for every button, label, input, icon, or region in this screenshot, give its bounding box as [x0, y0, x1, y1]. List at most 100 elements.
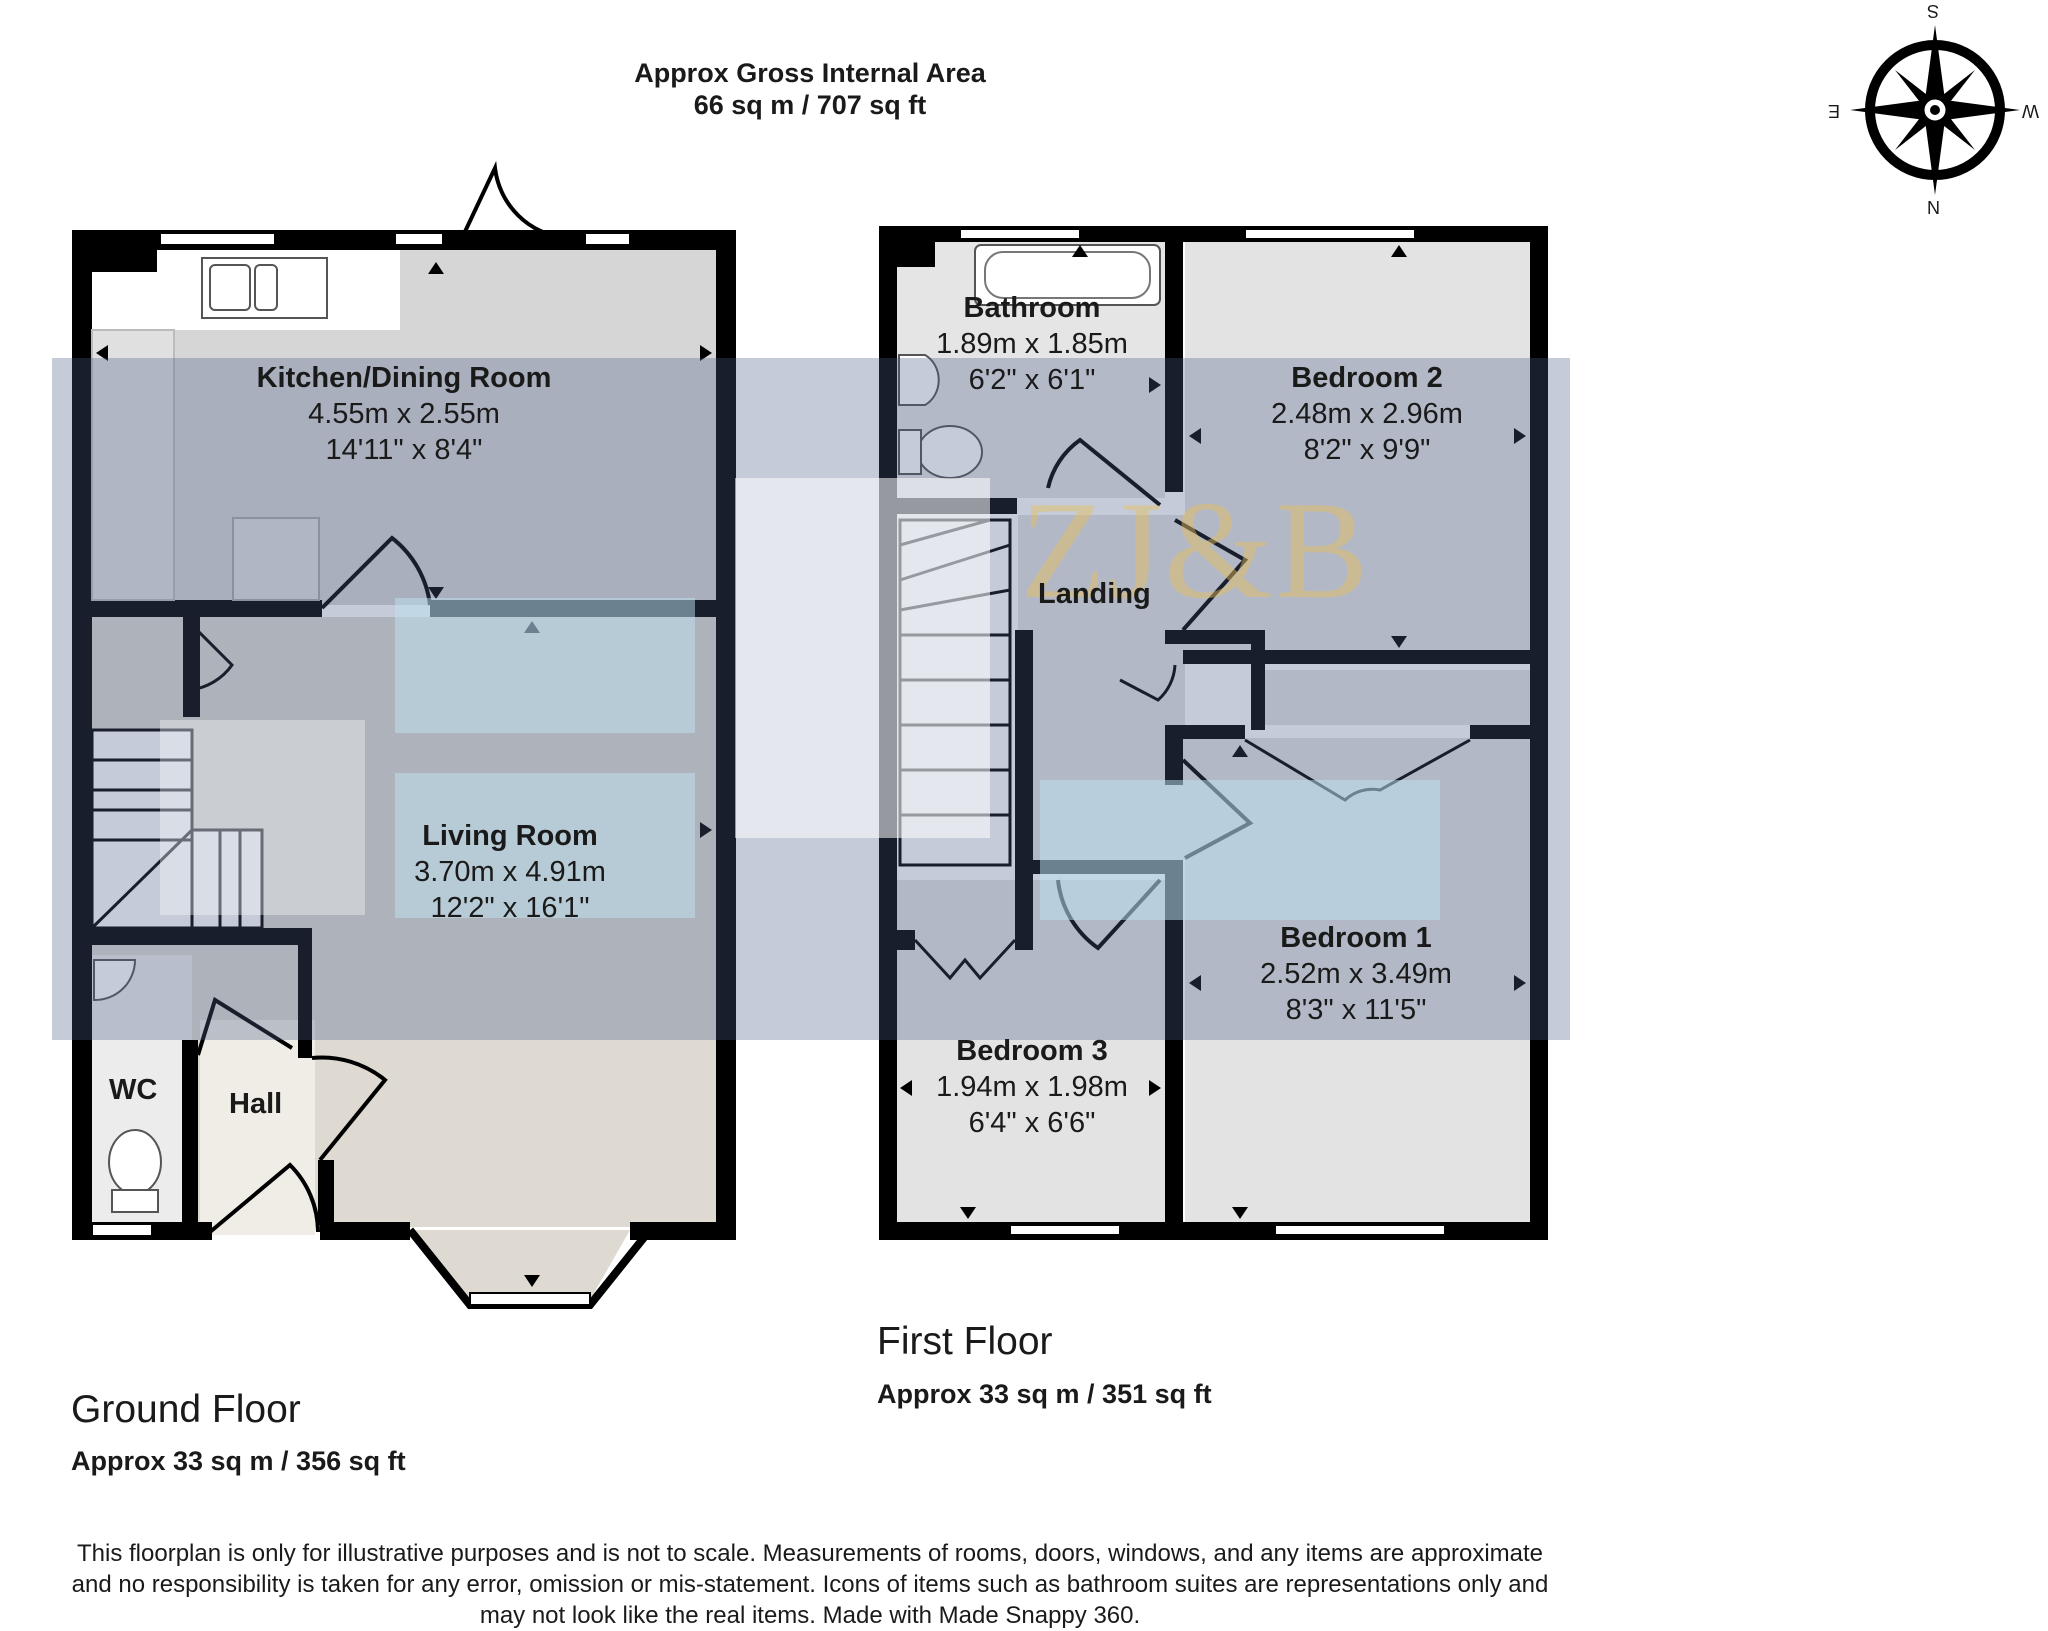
room-name: Living Room: [422, 820, 598, 852]
wall: [182, 1040, 198, 1230]
compass-west: W: [2022, 101, 2039, 121]
bathroom-door-swing: [1046, 437, 1162, 507]
window: [1274, 1224, 1446, 1236]
wall: [92, 600, 322, 617]
room-dim-imperial: 6'2" x 6'1": [968, 364, 1096, 396]
wardrobe-floor: [1265, 670, 1530, 725]
room-dim-imperial: 8'2" x 9'9": [1303, 434, 1431, 466]
room-name: Bedroom 2: [1291, 362, 1443, 394]
cupboard-door-swing: [189, 623, 234, 692]
disclaimer: This floorplan is only for illustrative …: [72, 1538, 1549, 1631]
room-name: Bedroom 1: [1280, 922, 1432, 954]
wall: [1165, 242, 1183, 492]
window: [469, 1292, 591, 1306]
room-dim-imperial: 8'3" x 11'5": [1285, 994, 1427, 1026]
wall: [897, 242, 935, 267]
wall: [1165, 860, 1183, 1240]
first-floor-title: First Floor: [877, 1320, 1053, 1363]
wc-door-swing: [196, 996, 294, 1056]
wall: [1165, 725, 1183, 785]
watermark-panel: [395, 773, 695, 918]
cupboard-door-swing: [1119, 664, 1177, 702]
bath-inner: [984, 251, 1151, 299]
bathroom-cistern: [898, 429, 922, 475]
back-door-swing: [460, 160, 566, 240]
ground-stairs: [90, 728, 264, 930]
kitchen-door-swing: [320, 535, 432, 610]
window: [394, 232, 444, 246]
first-floor-plan: [879, 226, 1548, 1240]
room-dim-imperial: 12'2" x 16'1": [430, 892, 590, 924]
window: [1244, 228, 1416, 240]
wall: [879, 1222, 1548, 1240]
wall: [1183, 650, 1530, 664]
bay-floor: [410, 1230, 630, 1300]
window: [159, 232, 276, 246]
room-dim-metric: 2.48m x 2.96m: [1271, 398, 1463, 430]
disclaimer-line: and no responsibility is taken for any e…: [71, 1571, 1549, 1598]
room-label-bathroom: Bathroom 1.89m x 1.85m 6'2" x 6'1": [936, 290, 1128, 398]
wall: [92, 928, 312, 945]
ground-floor-area: Approx 33 sq m / 356 sq ft: [71, 1446, 406, 1476]
bedroom2-door-swing: [1174, 518, 1249, 632]
room-name: Bedroom 3: [956, 1035, 1108, 1067]
sink-bowl: [254, 264, 278, 311]
wall: [92, 250, 157, 272]
room-name: Kitchen/Dining Room: [256, 362, 552, 394]
room-label-kitchen: Kitchen/Dining Room 4.55m x 2.55m 14'11"…: [257, 360, 552, 468]
room-label-living: Living Room 3.70m x 4.91m 12'2" x 16'1": [414, 818, 606, 926]
room-label-landing: Landing: [1038, 578, 1151, 610]
room-dim-imperial: 14'11" x 8'4": [325, 434, 483, 466]
wall: [183, 617, 200, 717]
dimension-arrows: [900, 245, 1526, 1219]
wall: [1470, 725, 1530, 739]
first-floor-area: Approx 33 sq m / 351 sq ft: [877, 1379, 1212, 1409]
wall: [1530, 226, 1548, 1240]
watermark-panel: [160, 720, 365, 915]
disclaimer-line: This floorplan is only for illustrative …: [76, 1540, 1544, 1567]
wc-basin: [93, 959, 137, 1002]
fridge: [232, 517, 320, 601]
bedroom2-floor: [1185, 240, 1530, 650]
wall: [320, 1222, 410, 1240]
ground-floor-plan: [72, 160, 736, 1309]
wall: [630, 1222, 736, 1240]
watermark-logo: ZJ&B: [1020, 473, 1371, 628]
room-dim-metric: 1.94m x 1.98m: [936, 1071, 1128, 1103]
wall: [72, 230, 92, 1240]
watermark-panel: [395, 598, 695, 733]
wall: [298, 928, 312, 1058]
compass-rose: [1850, 25, 2020, 195]
room-name: Bathroom: [963, 292, 1101, 324]
watermark-panel: [735, 478, 990, 838]
room-label-wc: WC: [109, 1074, 158, 1106]
room-dim-metric: 4.55m x 2.55m: [308, 398, 500, 430]
gross-area-value: 66 sq m / 707 sq ft: [693, 90, 927, 120]
watermark: [52, 358, 1570, 1040]
wall: [897, 930, 915, 950]
compass-south: S: [1927, 1, 1940, 21]
wall: [1165, 630, 1265, 644]
room-label-bedroom2: Bedroom 2 2.48m x 2.96m 8'2" x 9'9": [1271, 360, 1463, 468]
ground-floor-title: Ground Floor: [71, 1388, 301, 1431]
room-label-hall: Hall: [229, 1088, 283, 1120]
room-dim-metric: 3.70m x 4.91m: [414, 856, 606, 888]
watermark-panel: [1040, 780, 1440, 920]
window: [959, 228, 1081, 240]
wall: [1165, 725, 1245, 739]
wall: [1251, 630, 1265, 730]
wc-toilet: [108, 1129, 162, 1195]
hall-door-swing: [311, 1055, 388, 1162]
hall-floor: [200, 1020, 315, 1235]
room-label-bedroom3: Bedroom 3 1.94m x 1.98m 6'4" x 6'6": [936, 1033, 1128, 1141]
front-door-swing: [208, 1162, 320, 1234]
window: [1009, 1224, 1121, 1236]
sink-bowl: [209, 264, 251, 311]
bathroom-basin: [898, 354, 940, 406]
room-dim-metric: 1.89m x 1.85m: [936, 328, 1128, 360]
gross-area-heading: Approx Gross Internal Area 66 sq m / 707…: [634, 57, 986, 121]
wall: [318, 1160, 334, 1225]
wc-cistern: [111, 1189, 159, 1213]
gross-area-label: Approx Gross Internal Area: [634, 58, 986, 88]
